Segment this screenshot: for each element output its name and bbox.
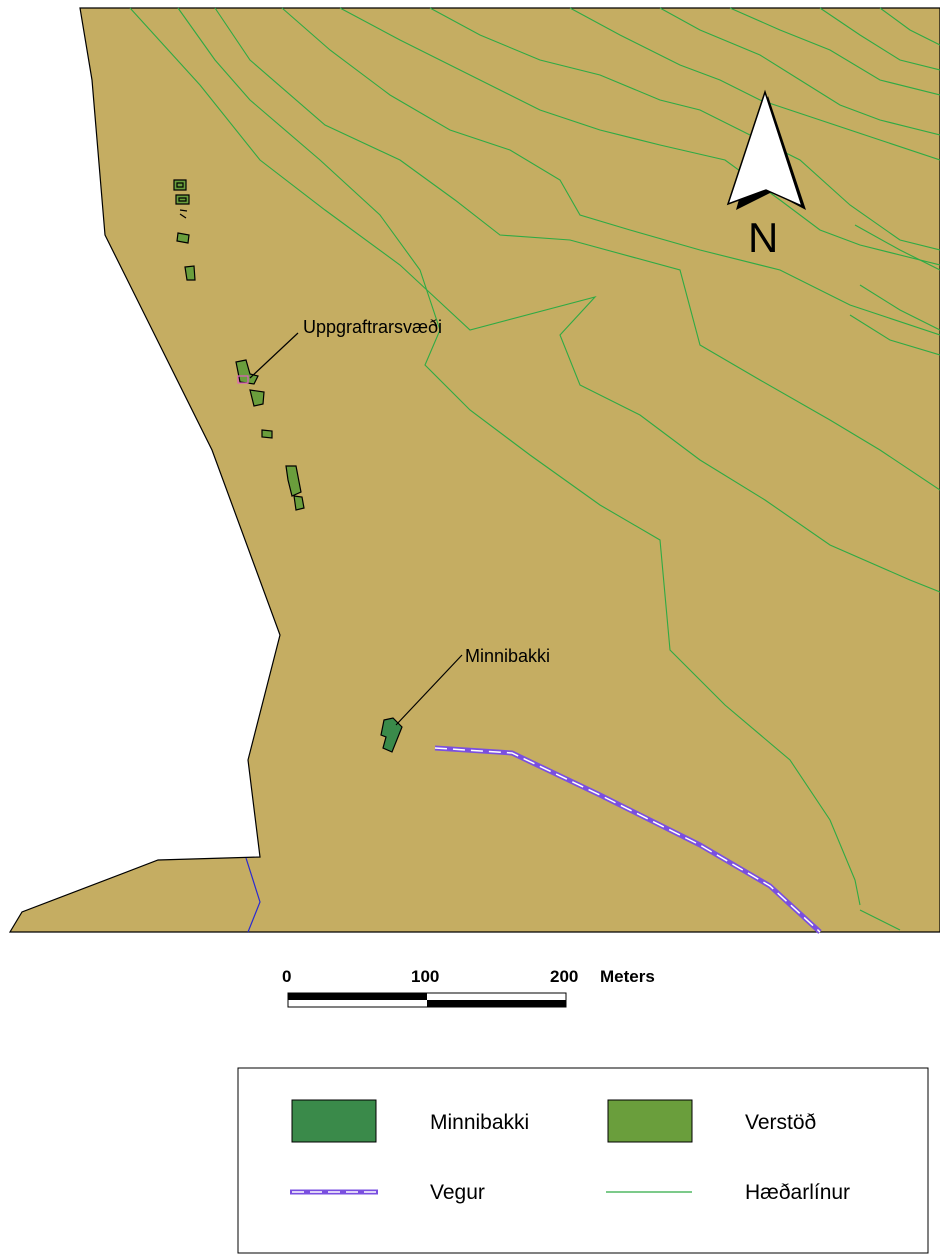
legend-label-vegur: Vegur: [430, 1181, 485, 1204]
contour-line: [859, 909, 901, 931]
ruin-feature: [261, 429, 273, 439]
contour-line: [729, 7, 940, 96]
verstod-features: [173, 179, 305, 511]
ruin-feature: [249, 389, 265, 407]
scale-unit: Meters: [600, 967, 655, 986]
stream-line: [245, 857, 261, 933]
scale-bar: 0 100 200 Meters: [282, 967, 655, 1008]
contour-line: [854, 224, 940, 271]
land-area: [8, 7, 940, 933]
ruin-feature: [285, 465, 302, 497]
contour-line: [429, 7, 940, 251]
ruin-feature: [235, 359, 259, 385]
contour-line: [339, 7, 940, 266]
ruin-feature: [179, 209, 188, 219]
map-legend: Minnibakki Verstöð Vegur Hæðarlínur: [237, 1067, 929, 1254]
contour-line: [819, 7, 940, 71]
contour-line: [859, 284, 940, 331]
legend-label-verstod: Verstöð: [745, 1111, 816, 1134]
contour-line: [569, 7, 940, 161]
ruin-feature: [293, 495, 305, 511]
contour-line: [214, 7, 940, 491]
label-minnibakki: Minnibakki: [465, 646, 550, 666]
contour-line: [129, 7, 940, 593]
excavation-area-marker: [237, 375, 249, 384]
contour-lines: [129, 7, 940, 931]
legend-label-haedarlinur: Hæðarlínur: [745, 1181, 850, 1204]
ruin-feature: [184, 265, 196, 281]
scale-tick-200: 200: [550, 967, 578, 986]
contour-line: [281, 7, 940, 336]
label-uppgraftrarsvaedi: Uppgraftrarsvæði: [303, 317, 442, 337]
legend-swatch-verstod: [607, 1099, 693, 1143]
road-vegur: [434, 745, 822, 934]
contour-line: [849, 314, 940, 356]
legend-frame: [237, 1067, 929, 1254]
legend-swatch-minnibakki: [291, 1099, 377, 1143]
legend-label-minnibakki: Minnibakki: [430, 1111, 529, 1134]
contour-line: [879, 7, 940, 46]
ruin-feature: [175, 194, 190, 205]
scale-tick-0: 0: [282, 967, 291, 986]
leader-line-farm: [395, 654, 463, 726]
ruin-feature: [176, 232, 190, 244]
scale-tick-100: 100: [411, 967, 439, 986]
contour-line: [177, 7, 861, 906]
minnibakki-building: [380, 717, 403, 753]
north-arrow: N: [726, 89, 806, 261]
north-arrow-label: N: [748, 214, 778, 261]
contour-line: [659, 7, 940, 136]
ruin-feature: [173, 179, 187, 191]
leader-line-site: [249, 332, 299, 379]
